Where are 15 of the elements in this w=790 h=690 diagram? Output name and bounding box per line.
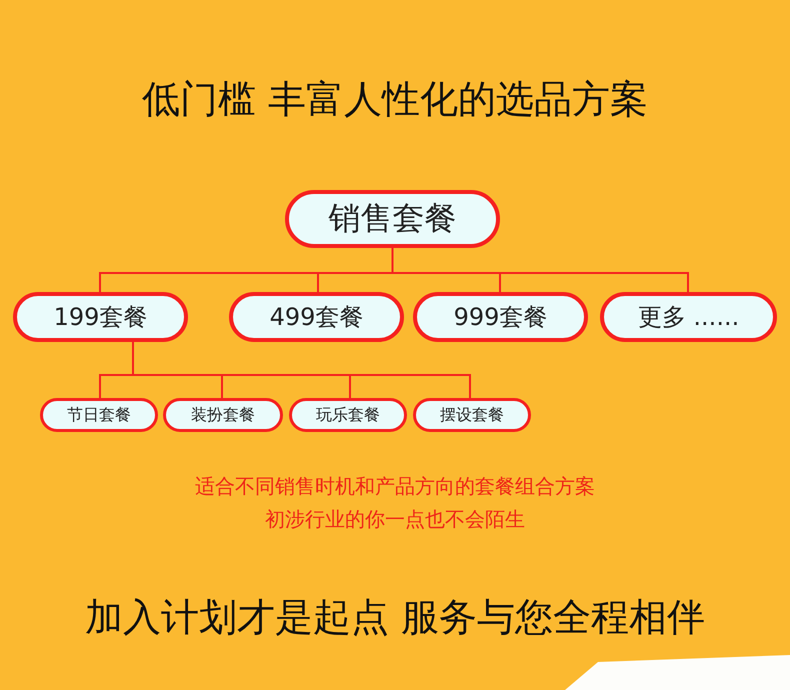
package-pill: 更多 ...... <box>600 292 777 342</box>
description-text: 适合不同销售时机和产品方向的套餐组合方案 <box>195 474 595 498</box>
package-pill: 装扮套餐 <box>163 398 283 432</box>
package-pill: 节日套餐 <box>40 398 158 432</box>
description-text: 初涉行业的你一点也不会陌生 <box>265 507 525 531</box>
package-pill: 摆设套餐 <box>413 398 531 432</box>
heading: 低门槛 丰富人性化的选品方案 <box>142 77 648 121</box>
connector-line <box>132 342 471 398</box>
package-pill: 玩乐套餐 <box>289 398 407 432</box>
connector-line <box>392 248 689 292</box>
slogan: 加入计划才是起点 服务与您全程相伴 <box>84 595 706 639</box>
package-pill: 199套餐 <box>13 292 188 342</box>
package-pill: 销售套餐 <box>285 190 500 248</box>
package-pill: 999套餐 <box>413 292 588 342</box>
package-pill: 499套餐 <box>229 292 404 342</box>
